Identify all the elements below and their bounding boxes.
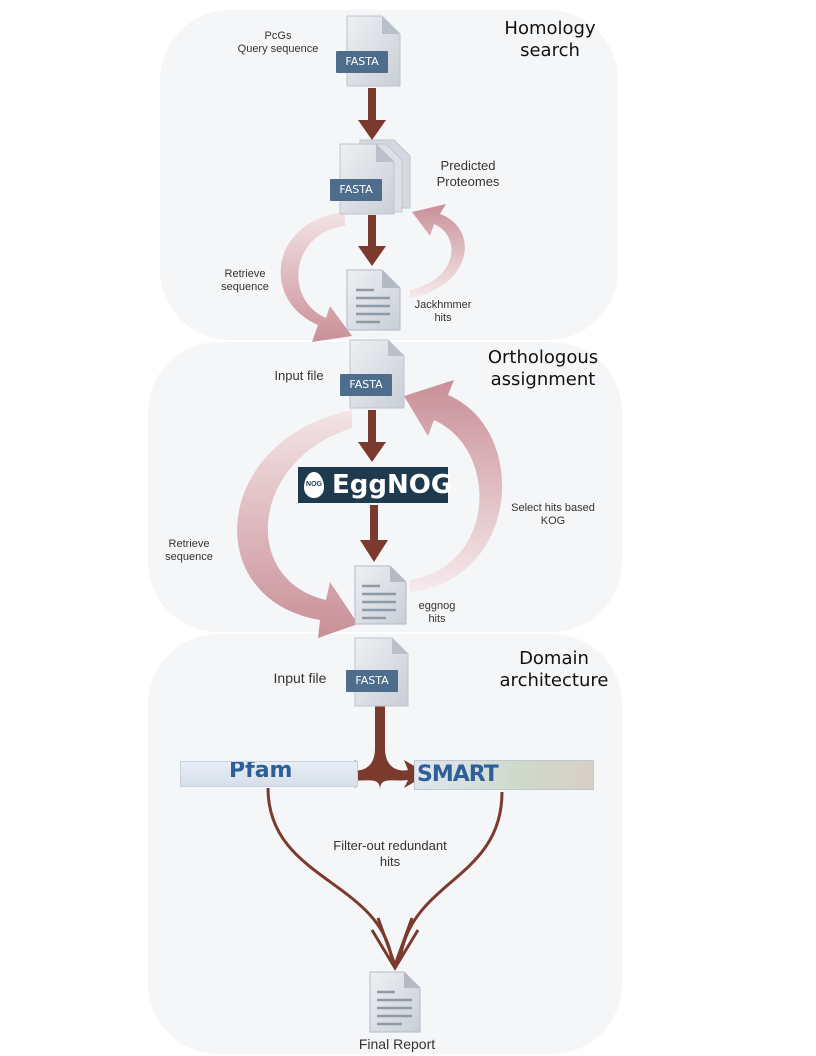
section-title-orthologous: Orthologous assignment [470, 347, 616, 391]
label-line: sequence [165, 551, 213, 563]
proteomes-label: Predicted Proteomes [420, 158, 516, 190]
smart-logo: SMART [414, 760, 594, 790]
final-report-file-icon [369, 971, 421, 1033]
input-file-label-2: Input file [273, 670, 327, 686]
eggnog-wordmark: EggNOG [332, 470, 453, 500]
section-title-domain: Domain architecture [484, 648, 624, 692]
pfam-logo: Pfam [180, 761, 358, 787]
eggnog-logo: NOG EggNOG [298, 467, 452, 503]
label-line: sequence [221, 281, 269, 293]
jackhmmer-label: Jackhmmer hits [408, 299, 478, 325]
fasta-tag-query: FASTA [336, 51, 388, 73]
label-line: Select hits based [511, 502, 595, 514]
section-title-line: assignment [490, 369, 596, 390]
query-label: PcGs Query sequence [222, 30, 334, 56]
smart-wordmark: SMART [417, 762, 499, 787]
label-line: hits [434, 312, 452, 324]
section-title-homology: Homology search [480, 18, 620, 62]
label-line: Filter-out redundant [333, 838, 447, 853]
retrieve-label-2: Retrieve sequence [156, 538, 222, 564]
proteomes-file-icon [339, 139, 411, 215]
eggnog-mark: NOG [306, 481, 322, 488]
section-title-line: Homology [504, 18, 596, 39]
label-line: Predicted [440, 158, 496, 173]
egg-icon [304, 472, 324, 498]
merge-arrows [266, 787, 504, 971]
retrieve-label-1: Retrieve sequence [212, 268, 278, 294]
label-line: Retrieve [168, 538, 210, 550]
label-line: Jackhmmer [414, 299, 472, 311]
label-line: eggnog [418, 600, 456, 612]
eggnog-hits-label: eggnog hits [410, 600, 464, 626]
section-title-line: architecture [499, 670, 609, 691]
label-line: KOG [540, 515, 566, 527]
section-title-line: search [520, 40, 580, 61]
select-hits-label: Select hits based KOG [500, 502, 606, 528]
fasta-tag-input-2: FASTA [346, 670, 398, 692]
filter-label: Filter-out redundant hits [312, 838, 468, 870]
fasta-tag-proteomes: FASTA [330, 179, 382, 201]
step-arrows [358, 88, 388, 752]
label-line: hits [428, 613, 446, 625]
select-hits-loop-arrow [404, 380, 503, 592]
input-file-label-1: Input file [274, 368, 324, 383]
retrieve-loop-arrow-1 [280, 212, 352, 342]
retrieve-loop-arrow-2 [237, 410, 358, 638]
domain-panel [148, 634, 622, 1054]
eggnog-hits-file-icon [354, 565, 407, 625]
label-line: Proteomes [436, 174, 500, 189]
section-title-line: Domain [519, 648, 589, 669]
label-line: Query sequence [237, 43, 319, 55]
fasta-tag-input-1: FASTA [340, 374, 392, 396]
section-title-line: Orthologous [487, 347, 599, 368]
label-line: Retrieve [224, 268, 266, 280]
jackhmmer-hits-file-icon [346, 269, 401, 331]
label-line: PcGs [264, 30, 292, 42]
pfam-wordmark: Pfam [229, 761, 293, 783]
label-line: hits [379, 854, 401, 869]
final-report-label: Final Report [358, 1036, 436, 1052]
jackhmmer-loop-arrow [410, 204, 465, 298]
